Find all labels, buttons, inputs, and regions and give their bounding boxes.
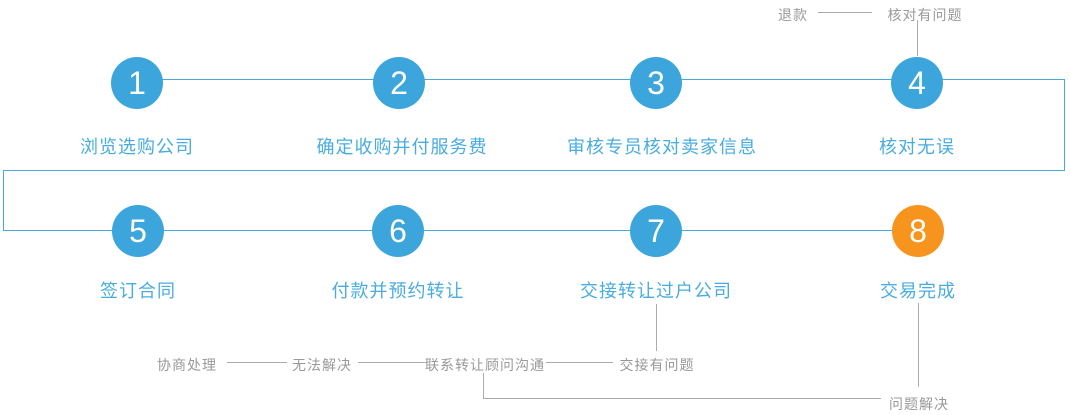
label-negotiate: 协商处理 [157, 357, 217, 373]
label-handover-problem: 交接有问题 [619, 357, 695, 373]
line-consultant-to-problem-solved [483, 398, 881, 399]
flow-line-bottom [3, 230, 918, 231]
line-step7-to-handover-problem [656, 304, 657, 351]
step-label-3: 审核专员核对卖家信息 [567, 137, 757, 157]
line-step8-to-problem-solved [918, 303, 919, 387]
line-cannot-resolve-to-consultant [358, 362, 427, 363]
step-label-7: 交接转让过户公司 [580, 281, 732, 301]
step-label-1: 浏览选购公司 [80, 137, 194, 157]
label-problem-solved: 问题解决 [889, 396, 949, 412]
step-label-5: 签订合同 [100, 281, 176, 301]
step-label-6: 付款并预约转让 [331, 281, 465, 301]
step-circle-7: 7 [630, 205, 682, 257]
step-label-4: 核对无误 [879, 137, 955, 157]
step-circle-8: 8 [892, 205, 944, 257]
label-cannot-resolve: 无法解决 [292, 357, 352, 373]
line-check-problem-to-step4 [917, 20, 918, 56]
line-consultant-to-handover-problem [546, 362, 613, 363]
flow-line-top [136, 79, 1065, 80]
step-circle-1: 1 [111, 57, 163, 109]
step-label-2: 确定收购并付服务费 [316, 137, 488, 157]
step-label-8: 交易完成 [880, 281, 956, 301]
label-refund: 退款 [778, 7, 808, 23]
label-contact-consultant: 联系转让顾问沟通 [425, 357, 545, 373]
step-circle-6: 6 [372, 205, 424, 257]
step-circle-3: 3 [630, 57, 682, 109]
step-circle-5: 5 [112, 205, 164, 257]
step-circle-2: 2 [373, 57, 425, 109]
flow-line-return [3, 170, 1065, 171]
step-circle-4: 4 [891, 57, 943, 109]
line-refund-to-check-problem [818, 12, 872, 13]
line-negotiate-to-cannot-resolve [227, 362, 287, 363]
flow-line-right-down [1064, 79, 1065, 171]
line-consultant-down [483, 373, 484, 399]
label-check-problem: 核对有问题 [887, 7, 963, 23]
flow-line-left-down [3, 170, 4, 231]
